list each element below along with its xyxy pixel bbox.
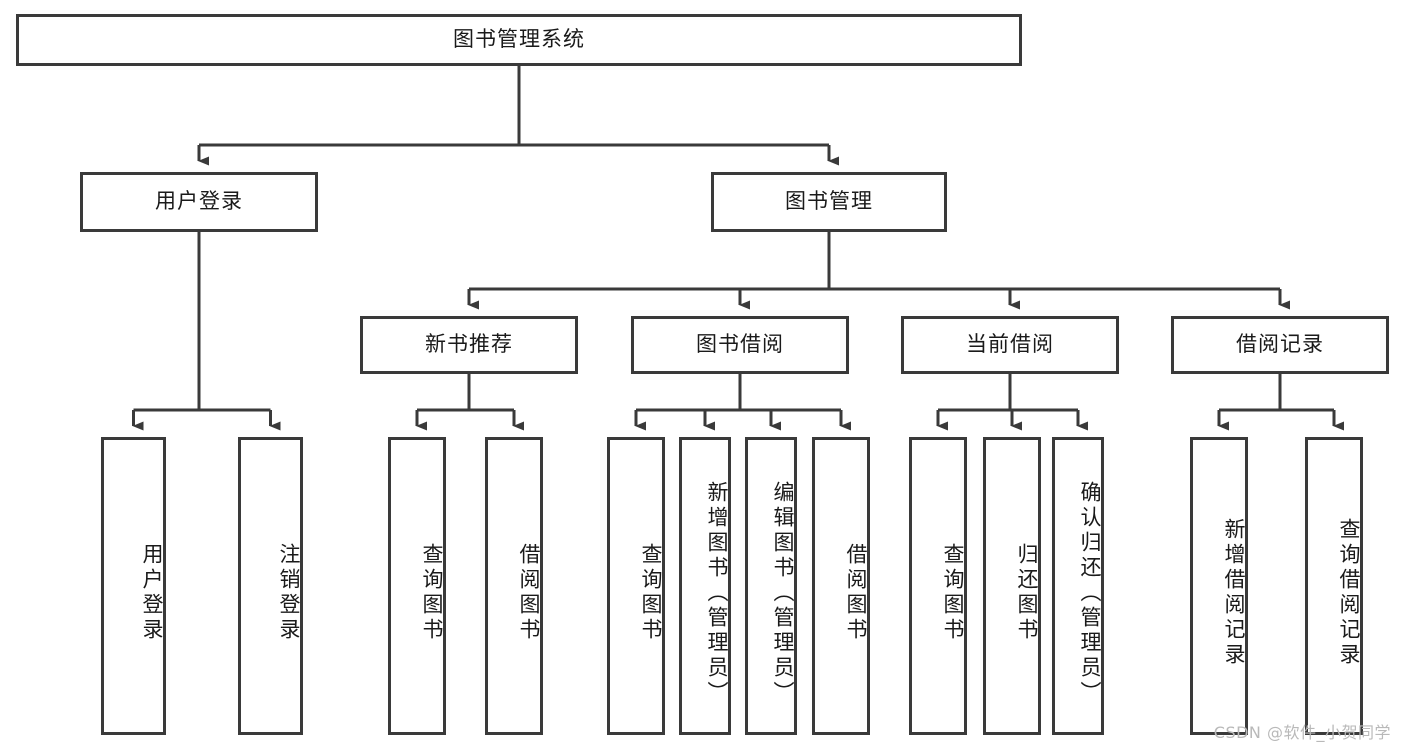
- node-borrow-record[interactable]: 借阅记录: [1171, 316, 1389, 374]
- node-label: 图书借阅: [696, 332, 784, 357]
- node-label: 用户登录: [140, 543, 164, 643]
- node-leaf-user-login[interactable]: 用户登录: [101, 437, 166, 735]
- node-label: 注销登录: [277, 543, 301, 643]
- node-label: 图书管理系统: [453, 27, 585, 52]
- edge-trunk-book-manage: [469, 232, 1280, 291]
- node-label: 新书推荐: [425, 332, 513, 357]
- node-leaf-return-book[interactable]: 归还图书: [983, 437, 1041, 735]
- edge-trunk-root: [199, 66, 829, 147]
- edge-trunk-current-borrow: [938, 374, 1078, 412]
- node-leaf-query-book-rec[interactable]: 查询图书: [388, 437, 446, 735]
- node-leaf-borrow-book-bor[interactable]: 借阅图书: [812, 437, 870, 735]
- node-leaf-edit-book[interactable]: 编辑图书（管理员）: [745, 437, 797, 735]
- node-leaf-query-book-bor[interactable]: 查询图书: [607, 437, 665, 735]
- edge-trunk-borrow-record: [1219, 374, 1334, 412]
- node-label: 当前借阅: [966, 332, 1054, 357]
- node-leaf-add-book[interactable]: 新增图书（管理员）: [679, 437, 731, 735]
- node-label: 查询图书: [420, 543, 444, 643]
- watermark-label: CSDN @软件_小贺同学: [1213, 723, 1391, 742]
- node-leaf-confirm-return[interactable]: 确认归还（管理员）: [1052, 437, 1104, 735]
- node-leaf-add-record[interactable]: 新增借阅记录: [1190, 437, 1248, 735]
- node-label: 归还图书: [1015, 543, 1039, 643]
- node-user-login[interactable]: 用户登录: [80, 172, 318, 232]
- node-label: 新增借阅记录: [1222, 518, 1246, 668]
- node-label: 图书管理: [785, 189, 873, 214]
- edge-trunk-user-login: [133, 232, 271, 412]
- node-leaf-logout[interactable]: 注销登录: [238, 437, 303, 735]
- node-book-borrow[interactable]: 图书借阅: [631, 316, 849, 374]
- node-label: 确认归还（管理员）: [1078, 480, 1102, 706]
- node-label: 借阅图书: [517, 543, 541, 643]
- edge-trunk-new-book-recommend: [417, 374, 514, 412]
- node-label: 查询图书: [639, 543, 663, 643]
- node-leaf-query-record[interactable]: 查询借阅记录: [1305, 437, 1363, 735]
- node-label: 借阅图书: [844, 543, 868, 643]
- node-book-manage[interactable]: 图书管理: [711, 172, 947, 232]
- node-label: 查询借阅记录: [1337, 518, 1361, 668]
- node-label: 借阅记录: [1236, 332, 1324, 357]
- node-new-book-recommend[interactable]: 新书推荐: [360, 316, 578, 374]
- node-label: 新增图书（管理员）: [705, 480, 729, 706]
- node-label: 编辑图书（管理员）: [771, 480, 795, 706]
- node-current-borrow[interactable]: 当前借阅: [901, 316, 1119, 374]
- node-leaf-query-book-cur[interactable]: 查询图书: [909, 437, 967, 735]
- node-label: 查询图书: [941, 543, 965, 643]
- node-root[interactable]: 图书管理系统: [16, 14, 1022, 66]
- edge-trunk-book-borrow: [636, 374, 841, 412]
- node-leaf-borrow-book-rec[interactable]: 借阅图书: [485, 437, 543, 735]
- node-label: 用户登录: [155, 189, 243, 214]
